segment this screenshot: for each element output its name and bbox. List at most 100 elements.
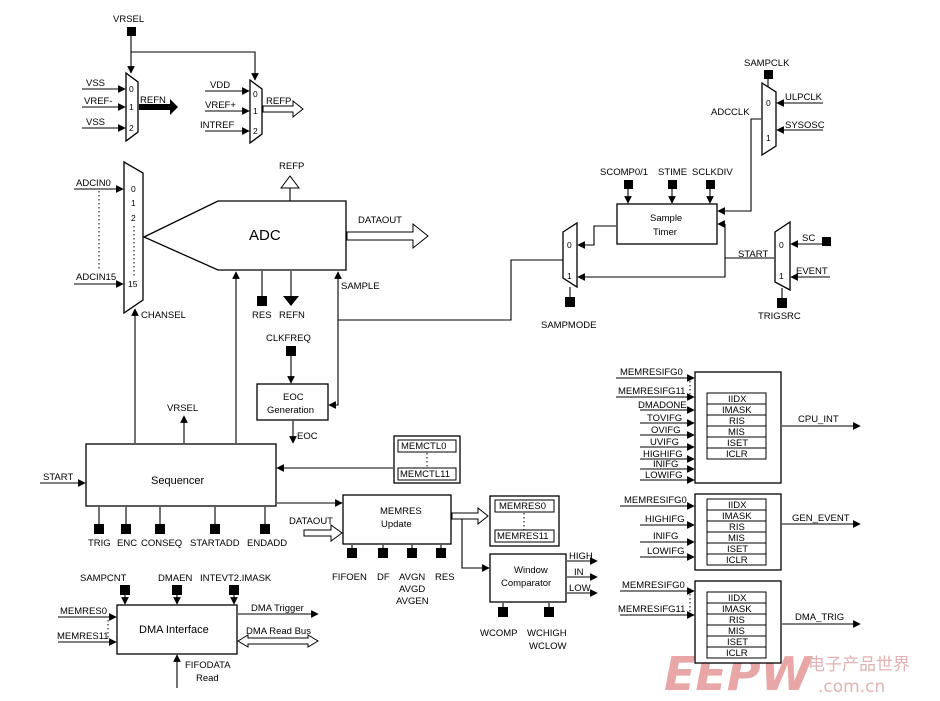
dma-reg-mis: MIS <box>728 626 745 637</box>
adcclk-label: ADCCLK <box>711 107 750 118</box>
sclkdiv-terminal <box>706 180 715 189</box>
memres11-cell <box>494 529 555 543</box>
startadd-terminal <box>210 524 220 534</box>
window-title1: Window <box>514 565 548 576</box>
ev-reg-mis: MIS <box>728 533 745 544</box>
adc-body <box>142 200 347 271</box>
dataout-arrow <box>346 222 429 250</box>
read-label: Read <box>196 673 219 684</box>
avgen-label: AVGEN <box>396 596 429 607</box>
sample-timer-title2: Timer <box>653 227 677 238</box>
adc-block: ADC REFP DATAOUT RES REFN SAMPLE <box>142 161 429 321</box>
cpu-in-ovifg: OVIFG <box>651 425 681 436</box>
adc-dataout-label: DATAOUT <box>358 215 402 226</box>
ev-in-highifg: HIGHIFG <box>645 514 685 525</box>
dma-title: DMA Interface <box>139 624 209 636</box>
dma-reg-imask: IMASK <box>722 604 752 615</box>
refn-sel-1: 1 <box>129 102 134 112</box>
cpu-reg-iclr: ICLR <box>726 449 748 460</box>
ev-in-lowifg: LOWIFG <box>647 546 684 557</box>
int-group-cpu: MEMRESIFG0 MEMRESIFG11 DMADONE TOVIFG OV… <box>616 367 861 484</box>
memctl0-cell <box>397 439 457 453</box>
cpu-reg-iidx: IIDX <box>728 394 747 405</box>
ev-reg-iidx: IIDX <box>728 500 747 511</box>
samp-sel-0: 0 <box>567 240 572 250</box>
adcclk-sel-0: 0 <box>766 98 771 108</box>
dma-in-memresifg11: MEMRESIFG11 <box>618 604 685 615</box>
eoc-box <box>256 383 329 421</box>
dma-read-bus-arrow <box>237 634 319 648</box>
adcclk-mux: 0 1 SAMPCLK ULPCLK SYSOSC ADCCLK <box>711 58 825 157</box>
memres0-cell <box>494 499 555 513</box>
refn-ground <box>283 296 299 306</box>
ev-reg-imask: IMASK <box>722 511 752 522</box>
vrsel-terminal <box>127 27 136 36</box>
refn-sel-0: 0 <box>129 84 134 94</box>
avgd-label: AVGD <box>399 584 425 595</box>
sampcnt-terminal <box>120 585 130 595</box>
cpu-in-memresifg0: MEMRESIFG0 <box>620 367 683 378</box>
memctl11-cell <box>397 467 457 481</box>
refn-in-vss: VSS <box>86 78 105 89</box>
df-terminal <box>378 548 388 558</box>
sc-terminal <box>822 237 831 246</box>
dma-reg-iset: ISET <box>727 637 748 648</box>
window-low-label: LOW <box>569 583 591 594</box>
refn-mux-body <box>125 71 139 143</box>
res-label-2: RES <box>435 572 455 583</box>
startadd-label: STARTADD <box>190 538 240 549</box>
scomp-terminal <box>624 180 633 189</box>
eoc-title2: Generation <box>267 405 314 416</box>
channel-mux: 0 1 2 15 ADCIN0 ADCIN15 CHANSEL <box>74 160 186 321</box>
refp-sel-0: 0 <box>253 89 258 99</box>
adc-sample-label: SAMPLE <box>341 281 380 292</box>
memres11-label: MEMRES11 <box>497 531 549 542</box>
endadd-label: ENDADD <box>247 538 287 549</box>
adc-refp-label: REFP <box>279 161 304 172</box>
dma-trig-regs: IIDX IMASK RIS MIS ISET ICLR <box>706 591 767 659</box>
dmaen-label: DMAEN <box>158 573 192 584</box>
refp-arrow <box>262 99 304 119</box>
window-high-label: HIGH <box>569 551 593 562</box>
stime-label: STIME <box>658 167 687 178</box>
memres-update-title2: Update <box>381 519 412 530</box>
vrsel-label: VRSEL <box>113 14 144 25</box>
dma-reg-iclr: ICLR <box>726 648 748 659</box>
eoc-out-label: EOC <box>297 431 318 442</box>
refn-out-label: REFN <box>140 95 166 106</box>
scomp-label: SCOMP0/1 <box>600 167 648 178</box>
enc-label: ENC <box>117 538 137 549</box>
watermark-cn: 电子产品世界 <box>808 655 910 675</box>
memres-update-title1: MEMRES <box>380 506 422 517</box>
dmaen-terminal <box>172 585 182 595</box>
chansel-label: CHANSEL <box>141 310 186 321</box>
refn-in-vref-minus: VREF- <box>84 96 113 107</box>
avgn-label: AVGN <box>399 572 425 583</box>
memres-block: MEMRES0 MEMRES11 <box>489 495 560 547</box>
trigsrc-mux: 0 1 SC EVENT START TRIGSRC <box>738 220 831 322</box>
cpu-in-tovifg: TOVIFG <box>647 413 682 424</box>
adcin0-label: ADCIN0 <box>76 178 111 189</box>
adcin15-label: ADCIN15 <box>76 272 116 283</box>
eoc-generation: EOC Generation CLKFREQ EOC <box>256 320 339 444</box>
trig-sel-0: 0 <box>779 240 784 250</box>
event-label: EVENT <box>796 266 828 277</box>
dma-trigger-label: DMA Trigger <box>251 603 304 614</box>
stime-terminal <box>668 180 677 189</box>
df-label: DF <box>377 572 390 583</box>
wclow-label: WCLOW <box>529 641 567 652</box>
cpu-in-uvifg: UVIFG <box>650 437 679 448</box>
trigsrc-mux-body <box>774 220 791 292</box>
dma-box <box>116 604 238 655</box>
refp-sel-1: 1 <box>253 106 258 116</box>
cpu-reg-mis: MIS <box>728 427 745 438</box>
cpu-in-inifg: INIFG <box>653 459 678 470</box>
sequencer: Sequencer START VRSEL TRIG ENC CONSEQ ST… <box>40 403 287 549</box>
refn-sel-2: 2 <box>129 123 134 133</box>
sampclk-label: SAMPCLK <box>744 58 790 69</box>
trigsrc-label: TRIGSRC <box>758 311 801 322</box>
memres-out-arrow <box>451 506 489 526</box>
sample-timer-box <box>616 203 718 245</box>
clkfreq-label: CLKFREQ <box>266 333 311 344</box>
